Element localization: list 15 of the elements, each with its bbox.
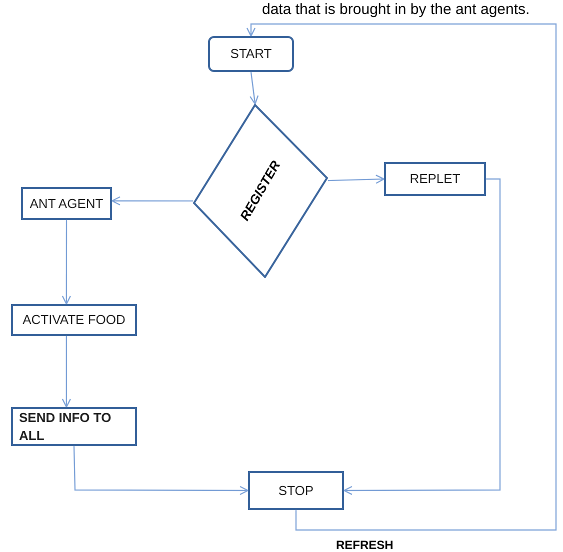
caption-text: data that is brought in by the ant agents.	[262, 0, 530, 20]
process-box: ANT AGENT	[21, 187, 112, 220]
arrow	[62, 220, 72, 305]
process-box: ACTIVATE FOOD	[11, 304, 137, 336]
arrow	[246, 23, 557, 531]
arrow	[73, 446, 249, 496]
process-box: REPLET	[384, 162, 486, 196]
process-box: START	[208, 36, 294, 72]
process-box: STOP	[248, 471, 344, 510]
arrow	[111, 196, 193, 206]
process-box: SEND INFO TO ALL	[11, 407, 137, 446]
arrow	[250, 72, 259, 105]
arrow	[62, 336, 72, 408]
arrow	[343, 178, 501, 496]
arrow	[328, 174, 385, 184]
